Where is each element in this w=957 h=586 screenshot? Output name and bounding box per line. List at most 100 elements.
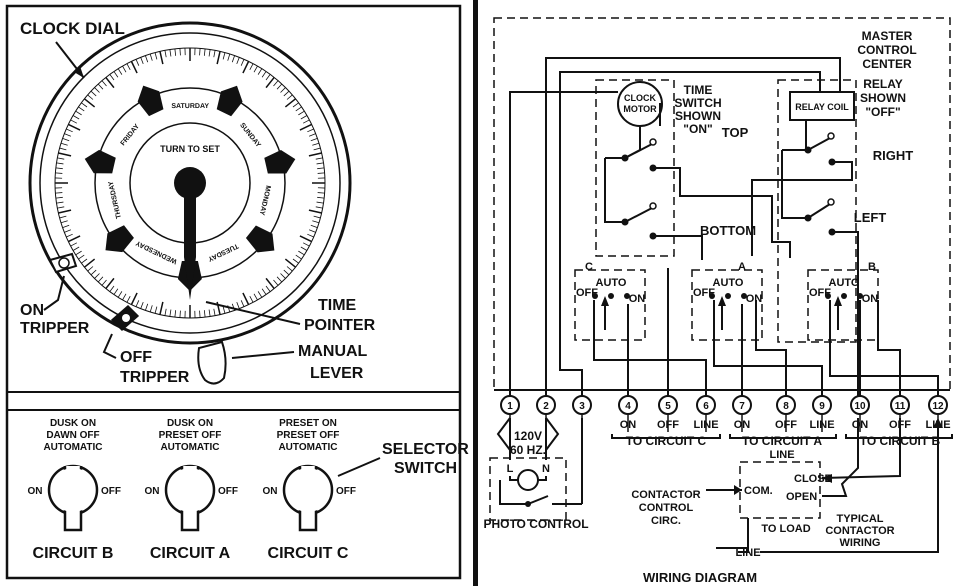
- dial-tick: [135, 300, 140, 307]
- dial-tick: [78, 254, 85, 260]
- dial-tick: [249, 295, 254, 303]
- dial-tick: [276, 83, 283, 90]
- dial-tick: [56, 201, 64, 204]
- selector-on-label: ON: [145, 486, 160, 497]
- master-control-boundary: [493, 17, 951, 391]
- dial-tick: [145, 55, 149, 63]
- terminal-function-label: ON: [734, 419, 751, 431]
- time-switch-label-4: "ON": [683, 122, 712, 136]
- selector-mode-label: AUTOMATIC: [43, 442, 102, 453]
- dial-tick: [75, 110, 82, 116]
- relay-shown-line-1: RELAY: [863, 77, 903, 91]
- clock-pointer-shaft: [184, 195, 196, 257]
- dial-tick: [213, 50, 216, 58]
- off-tripper[interactable]: [110, 304, 140, 332]
- dial-tick: [75, 250, 82, 256]
- close-arrowhead: [822, 474, 832, 483]
- dial-tick: [130, 61, 138, 74]
- dial-tick: [253, 65, 258, 73]
- terminal-function-label: OFF: [657, 419, 679, 431]
- dial-tick: [140, 302, 144, 309]
- photo-control-enclosure: [489, 457, 567, 521]
- dial-tick: [78, 106, 85, 112]
- dial-tick: [169, 49, 172, 57]
- dial-tick: [68, 235, 81, 243]
- dial-tick: [317, 196, 325, 199]
- on-tripper-label-1: ON: [20, 302, 44, 319]
- selector-a-enclosure: [691, 269, 763, 341]
- wiring-diagram: MASTER CONTROL CENTER RELAY SHOWN "OFF" …: [483, 17, 953, 585]
- dial-tick: [265, 74, 271, 81]
- dial-tick: [307, 128, 314, 133]
- terminal-function-label: OFF: [775, 419, 797, 431]
- dial-tick: [72, 115, 80, 120]
- dial-tick: [81, 258, 88, 264]
- dial-tick: [308, 152, 322, 157]
- on-tripper[interactable]: [48, 252, 78, 274]
- dial-tick: [64, 133, 71, 137]
- to-circuit-a-label: TO CIRCUIT A: [742, 434, 822, 448]
- clock-dial[interactable]: SUNDAYMONDAYTUESDAYWEDNESDAYTHURSDAYFRID…: [28, 21, 352, 345]
- dial-tick: [261, 288, 267, 295]
- terminal-number: 12: [932, 401, 944, 412]
- dial-tick: [261, 71, 267, 78]
- dial-tick: [313, 147, 321, 151]
- diagram-selector-on: ON: [629, 293, 646, 305]
- dial-tick: [286, 94, 293, 100]
- terminal-function-label: LINE: [693, 419, 718, 431]
- dial-tick: [309, 133, 316, 137]
- relay-shown-line-3: "OFF": [865, 105, 900, 119]
- master-control-line-1: MASTER: [862, 29, 913, 43]
- photo-cell-icon: [517, 469, 539, 491]
- typical-contactor-label-1: TYPICAL: [836, 513, 883, 525]
- terminal-number: 9: [819, 401, 825, 412]
- on-tripper-label-2: TRIPPER: [20, 320, 90, 337]
- dial-tick: [240, 59, 245, 66]
- dial-tick: [283, 269, 290, 276]
- selector-mode-label: DAWN OFF: [46, 430, 99, 441]
- dial-tick: [145, 303, 149, 311]
- terminal-number: 3: [579, 401, 585, 412]
- dial-tick: [203, 310, 206, 318]
- selector-circuit-label: CIRCUIT C: [268, 545, 349, 562]
- dial-tick: [213, 308, 216, 316]
- selector-on-label: ON: [28, 486, 43, 497]
- dial-tick: [57, 206, 65, 209]
- diagram-selector-on: ON: [862, 293, 879, 305]
- dial-tick: [109, 285, 115, 292]
- dial-tick: [117, 68, 123, 75]
- open-wire: [822, 418, 859, 497]
- clock-dial-label: CLOCK DIAL: [20, 19, 125, 38]
- diagram-selector-auto: AUTO: [713, 277, 744, 289]
- contactor-close-label: CLOSE: [794, 473, 832, 485]
- dial-tick: [70, 119, 78, 124]
- dial-tick: [55, 167, 63, 170]
- dial-tick: [164, 50, 167, 58]
- time-pointer-tip[interactable]: [184, 257, 196, 300]
- dial-tick: [159, 301, 164, 315]
- dial-tick: [90, 90, 97, 97]
- dial-tick: [295, 106, 302, 112]
- clock-dial-ticks: [55, 48, 325, 318]
- supply-voltage: 120V: [514, 429, 542, 443]
- tripper-slot: [245, 225, 275, 253]
- dial-tick: [60, 220, 68, 224]
- dial-tick: [109, 74, 115, 81]
- dial-tick: [101, 80, 107, 87]
- selector-mode-label: AUTOMATIC: [160, 442, 219, 453]
- to-circuit-c-label: TO CIRCUIT C: [626, 434, 707, 448]
- tripper-slot: [105, 225, 134, 253]
- selector-mode-label: PRESET OFF: [277, 430, 340, 441]
- selector-b-enclosure: [807, 269, 879, 341]
- typical-contactor-label-3: WIRING: [840, 537, 881, 549]
- dial-tick: [94, 273, 100, 279]
- dial-tick: [174, 310, 177, 318]
- dial-tick: [94, 87, 100, 93]
- manual-lever[interactable]: [197, 340, 227, 385]
- dial-tick: [169, 309, 172, 317]
- selector-off-label: OFF: [218, 486, 238, 497]
- dial-tick: [101, 279, 107, 286]
